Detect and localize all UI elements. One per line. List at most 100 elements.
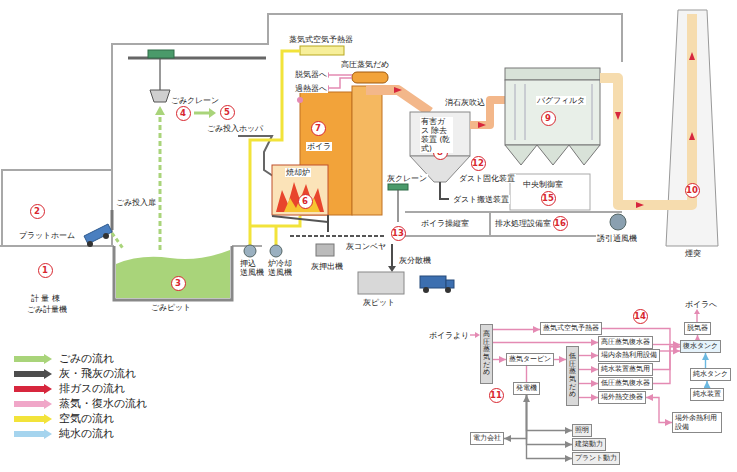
part-label: ごみ計量機 xyxy=(26,305,68,314)
gas-treatment-tower xyxy=(410,112,470,156)
box-label: 発電機 xyxy=(516,384,537,392)
part-label: ごみクレーン xyxy=(170,96,220,105)
water-pipe xyxy=(706,381,707,388)
legend-swatch xyxy=(14,369,54,379)
part-label: 高圧蒸気だめ xyxy=(340,60,390,69)
part-label: 炉冷却 送風機 xyxy=(267,259,293,277)
ash-crane xyxy=(388,184,408,190)
forced-draft-fan xyxy=(244,245,256,257)
part-label: ボイラより xyxy=(428,331,470,340)
legend-text: 空気の流れ xyxy=(59,412,114,425)
part-label: 煙突 xyxy=(684,249,702,258)
callout-number: 7 xyxy=(311,121,326,136)
steam-header: 低圧蒸気だめ xyxy=(566,346,579,406)
box-label: 場外熱交換器 xyxy=(601,393,643,401)
legend-swatch xyxy=(14,399,54,409)
legend-arrow xyxy=(14,429,52,439)
steam-pipe xyxy=(554,359,566,360)
box-label: 純水装置蒸気用 xyxy=(601,365,650,373)
callout-number: 15 xyxy=(541,191,556,206)
truck-wheel xyxy=(103,233,109,239)
steam-pipe xyxy=(329,75,352,88)
steam-pipe xyxy=(646,398,672,423)
crane-grab xyxy=(150,90,170,102)
equipment-box: 場内余熱利用設備 xyxy=(598,349,660,362)
equipment-box: 場外余熱利用設備 xyxy=(672,412,722,433)
callout-number: 14 xyxy=(633,309,648,324)
legend-arrow xyxy=(14,369,52,379)
legend-row: 純水の流れ xyxy=(14,427,114,440)
part-label: ボイラへ xyxy=(684,300,718,309)
refuse-flow-arrow xyxy=(194,112,210,115)
refuse-door xyxy=(111,210,114,230)
box-label: 低圧蒸気だめ xyxy=(569,353,576,399)
equipment-box: プラント動力 xyxy=(572,452,620,465)
cooling-fan xyxy=(270,245,282,257)
dust-pipe xyxy=(440,182,449,199)
box-label: 照明 xyxy=(575,426,589,434)
steam-pipe xyxy=(696,313,697,322)
part-label: ごみ投入扉 xyxy=(115,198,157,207)
part-label: 灰分散機 xyxy=(398,256,432,265)
part-label: ボイラ操縦室 xyxy=(420,219,470,228)
part-label: 脱気器へ xyxy=(294,70,328,79)
part-label: 灰クレーン xyxy=(386,174,428,183)
equipment-box: 復水タンク xyxy=(680,340,721,353)
legend-swatch xyxy=(14,354,54,364)
callout-number: 1 xyxy=(38,263,53,278)
callout-number: 10 xyxy=(685,183,700,198)
arrow-head xyxy=(694,309,700,314)
legend-row: ごみの流れ xyxy=(14,352,114,365)
callout-number: 5 xyxy=(220,105,235,120)
callout-number: 12 xyxy=(471,156,486,171)
box-label: 純水装置 xyxy=(693,390,721,398)
filter-hoppers xyxy=(505,145,600,165)
ash-truck xyxy=(420,276,446,288)
equipment-box: 脱気器 xyxy=(684,322,711,335)
box-label: 蒸気タービン xyxy=(509,355,551,363)
equipment-box: 建築動力 xyxy=(572,438,606,451)
ash-conveyor xyxy=(290,235,385,237)
crane-cable xyxy=(159,58,160,90)
steam-pipe xyxy=(579,383,598,384)
hopper xyxy=(238,136,276,178)
box-label: 高圧蒸気だめ xyxy=(483,331,490,377)
steam-pipe xyxy=(653,344,680,345)
callout-number: 6 xyxy=(298,194,313,209)
power-line xyxy=(504,395,527,439)
equipment-box: 高圧蒸気復水器 xyxy=(598,336,653,349)
part-label: 過熱器へ xyxy=(294,84,328,93)
filter-bags xyxy=(515,84,592,140)
truck-wheel xyxy=(445,287,451,293)
part-label: 灰コンベヤ xyxy=(345,242,387,251)
callout-number: 9 xyxy=(541,111,556,126)
box-label: 低圧蒸気復水器 xyxy=(601,379,650,387)
legend-arrow xyxy=(14,354,52,364)
steam-header: 高圧蒸気だめ xyxy=(480,324,493,384)
equipment-box: 場外熱交換器 xyxy=(598,391,646,404)
box-label: 蒸気式空気予熱器 xyxy=(543,324,599,332)
part-label: ごみピット xyxy=(150,303,192,312)
refuse-flow-arrow xyxy=(112,233,124,250)
gas-flow-arrows xyxy=(394,52,695,208)
part-label: 中央制御室 xyxy=(522,180,564,189)
legend-row: 空気の流れ xyxy=(14,412,114,425)
legend-text: ごみの流れ xyxy=(59,352,114,365)
refuse-pit-wall xyxy=(114,246,232,300)
equipment-box: 純水タンク xyxy=(690,368,731,381)
arrow-head xyxy=(388,266,396,272)
furnace xyxy=(272,165,328,215)
equipment-box: 電力会社 xyxy=(470,432,504,445)
legend-swatch xyxy=(14,384,54,394)
part-label: ダスト搬送装置 xyxy=(452,195,510,204)
air-preheater xyxy=(300,46,344,55)
legend-row: 排ガスの流れ xyxy=(14,382,125,395)
flame xyxy=(284,194,320,212)
legend-arrow xyxy=(14,399,52,409)
part-label: 有害ガス 除去装置 (乾式) xyxy=(420,117,453,153)
part-label: 計 量 棟 xyxy=(30,294,61,303)
box-label: 電力会社 xyxy=(473,434,501,442)
part-label: バグフィルタ xyxy=(536,96,586,105)
part-label: ボイラ xyxy=(306,142,332,151)
callout-number: 11 xyxy=(489,388,504,403)
